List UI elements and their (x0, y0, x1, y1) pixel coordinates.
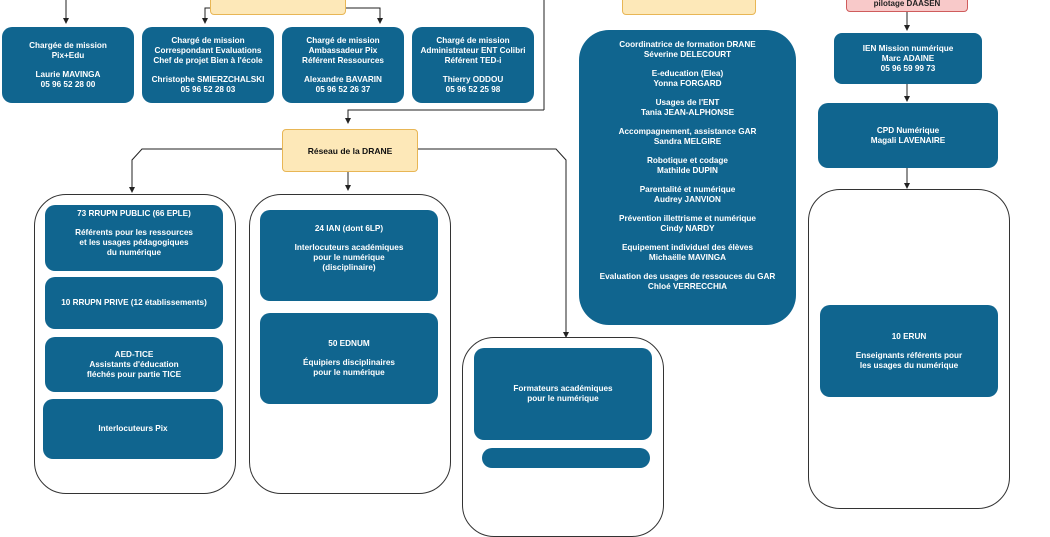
person-name: Laurie MAVINGA (35, 69, 101, 79)
cpd-box: CPD Numérique Magali LAVENAIRE (818, 103, 998, 168)
team-entry: E-education (Elea)Yonna FORGARD (585, 69, 790, 89)
entry-name: Cindy NARDY (660, 224, 715, 233)
box-text: Enseignants référents pour les usages du… (855, 350, 963, 370)
box-title: 50 EDNUM (328, 339, 370, 348)
cpd-name: Magali LAVENAIRE (870, 135, 946, 145)
mission-box-bavarin: Chargé de mission Ambassadeur Pix Référe… (282, 27, 404, 103)
person-name: Christophe SMIERZCHALSKI (151, 74, 265, 84)
entry-role: Robotique et codage (647, 156, 728, 165)
ien-role: IEN Mission numérique (862, 43, 954, 53)
entry-role: Parentalité et numérique (639, 185, 736, 194)
phone-number: 05 96 52 28 00 (40, 79, 96, 89)
formateurs-box: Formateurs académiques pour le numérique (474, 348, 652, 440)
box-title: 10 RRUPN PRIVE (12 établissements) (61, 298, 207, 307)
box-title: AED-TICE (114, 349, 154, 359)
ien-name: Marc ADAINE (881, 53, 935, 63)
pilotage-daasen-node: pilotage DAASEN (846, 0, 968, 12)
entry-role: Evaluation des usages de ressouces du GA… (599, 272, 776, 281)
entry-role: Prévention illettrisme et numérique (619, 214, 756, 223)
box-text: Interlocuteurs académiques pour le numér… (294, 243, 404, 272)
ien-box: IEN Mission numérique Marc ADAINE 05 96 … (834, 33, 982, 84)
pilotage-label: pilotage DAASEN (873, 0, 941, 8)
phone-number: 05 96 52 26 37 (315, 84, 371, 94)
phone-number: 05 96 52 28 03 (180, 84, 236, 94)
erun-box: 10 ERUN Enseignants référents pour les u… (820, 305, 998, 397)
reseau-label: Réseau de la DRANE (307, 145, 393, 156)
entry-role: Coordinatrice de formation DRANE (619, 40, 756, 49)
entry-name: Séverine DELECOURT (643, 50, 732, 59)
entry-name: Audrey JANVION (654, 195, 721, 204)
ednum-box: 50 EDNUM Équipiers disciplinaires pour l… (260, 313, 438, 404)
entry-role: Usages de l'ENT (655, 98, 720, 107)
role-text: Chargée de mission Pix+Edu (29, 40, 107, 60)
ien-phone: 05 96 59 99 73 (880, 63, 936, 73)
role-text: Chargé de mission Ambassadeur Pix Référe… (302, 35, 384, 65)
entry-name: Michaëlle MAVINGA (648, 253, 727, 262)
box-title: 10 ERUN (891, 331, 927, 341)
rrupn-prive-box: 10 RRUPN PRIVE (12 établissements) (45, 277, 223, 329)
box-text: Formateurs académiques pour le numérique (513, 384, 613, 403)
mission-box-oddou: Chargé de mission Administrateur ENT Col… (412, 27, 534, 103)
ian-box: 24 IAN (dont 6LP) Interlocuteurs académi… (260, 210, 438, 301)
interlocuteurs-pix-box: Interlocuteurs Pix (43, 399, 223, 459)
entry-role: E-education (Elea) (651, 69, 724, 78)
parent-node-middle (622, 0, 756, 15)
rrupn-public-box: 73 RRUPN PUBLIC (66 EPLE) Référents pour… (45, 205, 223, 271)
parent-node-left (210, 0, 346, 15)
person-name: Alexandre BAVARIN (304, 74, 382, 84)
mission-box-mavinga: Chargée de mission Pix+Edu Laurie MAVING… (2, 27, 134, 103)
aed-tice-box: AED-TICE Assistants d'éducation fléchés … (45, 337, 223, 392)
box-text: Assistants d'éducation fléchés pour part… (86, 359, 182, 379)
formateurs-box-2 (482, 448, 650, 468)
box-title: 24 IAN (dont 6LP) (314, 224, 384, 233)
team-entry: Evaluation des usages de ressouces du GA… (585, 272, 790, 292)
role-text: Chargé de mission Administrateur ENT Col… (420, 35, 526, 65)
person-name: Thierry ODDOU (442, 74, 504, 84)
entry-role: Accompagnement, assistance GAR (618, 127, 757, 136)
phone-number: 05 96 52 25 98 (445, 84, 501, 94)
box-text: Référents pour les ressources et les usa… (75, 228, 193, 257)
role-text: Chargé de mission Correspondant Evaluati… (153, 35, 263, 65)
entry-name: Tania JEAN-ALPHONSE (640, 108, 735, 117)
reseau-drane-node: Réseau de la DRANE (282, 129, 418, 172)
entry-name: Mathilde DUPIN (657, 166, 718, 175)
mission-box-smierzchalski: Chargé de mission Correspondant Evaluati… (142, 27, 274, 103)
entry-name: Yonna FORGARD (653, 79, 722, 88)
cpd-role: CPD Numérique (876, 125, 940, 135)
box-text: Équipiers disciplinaires pour le numériq… (303, 358, 395, 377)
entry-name: Sandra MELGIRE (653, 137, 722, 146)
box-title: Interlocuteurs Pix (98, 424, 168, 433)
box-title: 73 RRUPN PUBLIC (66 EPLE) (77, 209, 191, 218)
entry-name: Chloé VERRECCHIA (647, 282, 728, 291)
connector-lines (63, 0, 910, 338)
entry-role: Equipement individuel des élèves (621, 243, 754, 252)
